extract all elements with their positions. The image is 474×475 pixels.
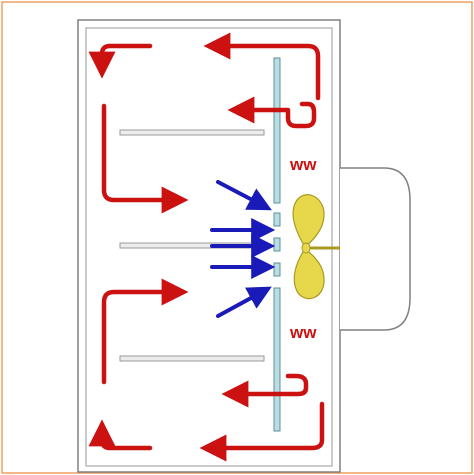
baffle-segment [273,287,281,432]
airflow-arrow-bottom-corner [88,419,153,451]
baffle-segment [273,212,281,227]
hot-airflow-arrows [88,32,325,462]
fan-hub [301,242,311,254]
fan-blade-lower [293,248,325,300]
baffle-segment [273,237,281,252]
intake-arrow [216,286,272,318]
shelf-bottom [119,355,265,362]
airflow-arrow-top-inner-loop [227,96,317,129]
airflow-arrow-lower-shelf [101,278,189,385]
airflow-arrow-top-corner [88,43,153,79]
baffle-plate [273,57,281,432]
fan-icon [292,194,340,300]
motor-housing [340,167,411,331]
airflow-arrow-bottom-inner-loop [221,373,309,408]
heater-label-top: ww [289,155,317,174]
baffle-segment [273,262,281,277]
intake-airflow-arrows [210,180,276,318]
airflow-arrow-top-return [203,32,321,101]
fan-blade-upper [292,194,325,248]
intake-arrow [216,180,272,211]
shelf-top [119,129,265,136]
airflow-arrow-bottom-return [199,401,325,462]
airflow-arrow-upper-shelf [101,103,189,214]
heater-label-bottom: ww [289,323,317,342]
baffle-segment [273,57,281,204]
